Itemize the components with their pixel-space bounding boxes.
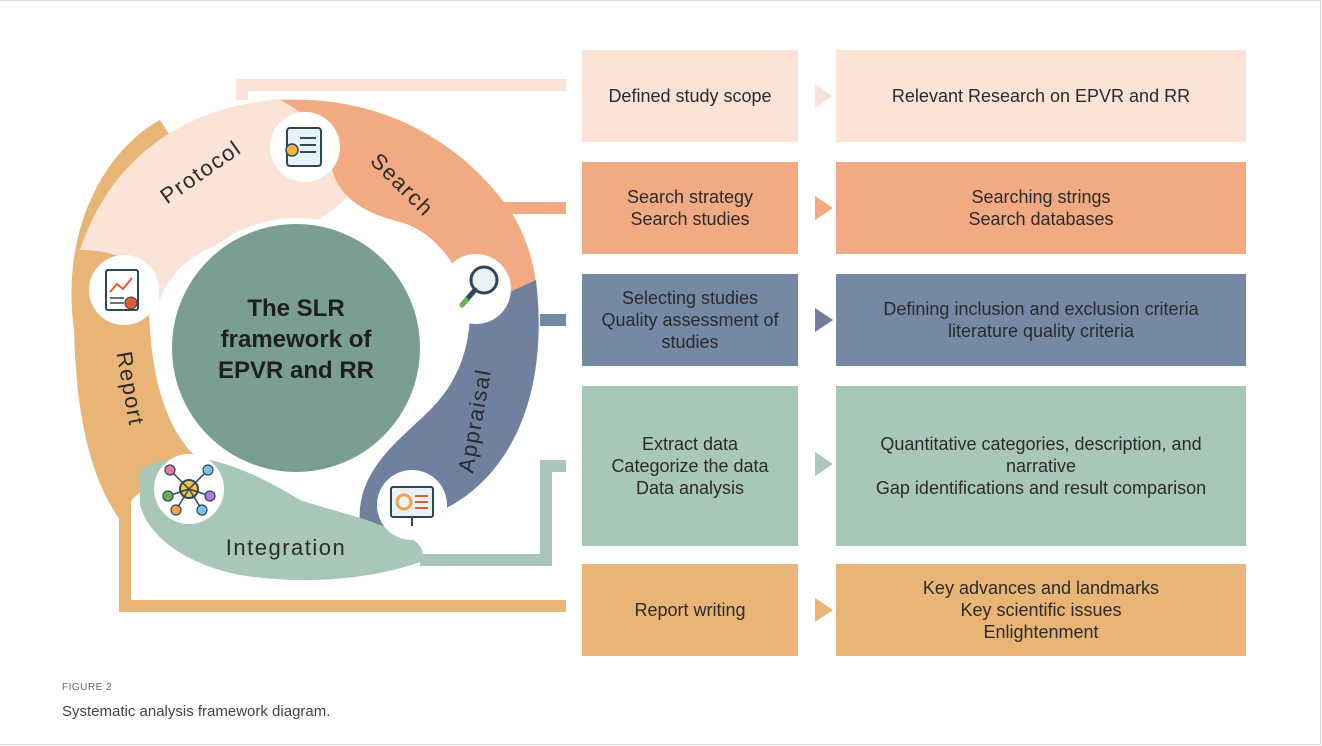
outcome-text: Key advances and landmarks (922, 578, 1160, 598)
step-text: Defined study scope (608, 86, 772, 106)
magnifier-icon (441, 254, 511, 324)
outcome-text: Key scientific issues (960, 600, 1122, 620)
outcome-text: Enlightenment (983, 622, 1099, 642)
connector-protocol (236, 79, 566, 100)
arrow-protocol (815, 84, 833, 108)
step-text: Report writing (634, 600, 746, 620)
connector-report (119, 480, 566, 612)
step-text: Selecting studies (621, 288, 759, 308)
outcome-text: Relevant Research on EPVR and RR (891, 86, 1191, 106)
step-box-protocol: Defined study scope (582, 50, 798, 142)
arrow-search (815, 196, 833, 220)
certificate-scroll-icon (270, 112, 340, 182)
stage-label-integration: Integration (226, 535, 346, 560)
step-text: Search strategy (626, 187, 754, 207)
center-circle (166, 218, 426, 478)
outcome-box-integration: Quantitative categories, description, an… (836, 386, 1246, 546)
connector-integration (420, 460, 566, 566)
arrow-appraisal (815, 308, 833, 332)
outcome-box-report: Key advances and landmarks Key scientifi… (836, 564, 1246, 656)
outcome-text: narrative (1005, 456, 1077, 476)
arrow-report (815, 598, 833, 622)
figure-caption: Systematic analysis framework diagram. (62, 703, 331, 720)
network-people-icon (154, 454, 224, 524)
outcome-box-protocol: Relevant Research on EPVR and RR (836, 50, 1246, 142)
outcome-text: Searching strings (971, 187, 1111, 207)
step-box-report: Report writing (582, 564, 798, 656)
step-text: studies (661, 332, 719, 352)
center-title-line-2: framework of (221, 326, 373, 353)
step-text: Extract data (641, 434, 739, 454)
step-box-appraisal: Selecting studies Quality assessment of … (582, 274, 798, 366)
outcome-box-search: Searching strings Search databases (836, 162, 1246, 254)
arrow-integration (815, 452, 833, 476)
outcome-text: literature quality criteria (947, 321, 1135, 341)
outcome-text: Gap identifications and result compariso… (875, 478, 1207, 498)
outcome-box-appraisal: Defining inclusion and exclusion criteri… (836, 274, 1246, 366)
step-text: Categorize the data (611, 456, 769, 476)
outcome-text: Quantitative categories, description, an… (880, 434, 1202, 454)
report-document-icon (89, 255, 159, 325)
outcome-text: Defining inclusion and exclusion criteri… (883, 299, 1199, 319)
step-box-search: Search strategy Search studies (582, 162, 798, 254)
figure-label: FIGURE 2 (62, 682, 113, 693)
step-text: Search studies (630, 209, 750, 229)
presentation-board-icon (377, 470, 447, 540)
step-text: Quality assessment of (601, 310, 779, 330)
center-title-line-3: EPVR and RR (218, 357, 374, 384)
ring-appraisal (359, 280, 539, 527)
step-text: Data analysis (635, 478, 745, 498)
center-title-line-1: The SLR (247, 295, 344, 322)
outcome-text: Search databases (968, 209, 1114, 229)
step-box-integration: Extract data Categorize the data Data an… (582, 386, 798, 546)
